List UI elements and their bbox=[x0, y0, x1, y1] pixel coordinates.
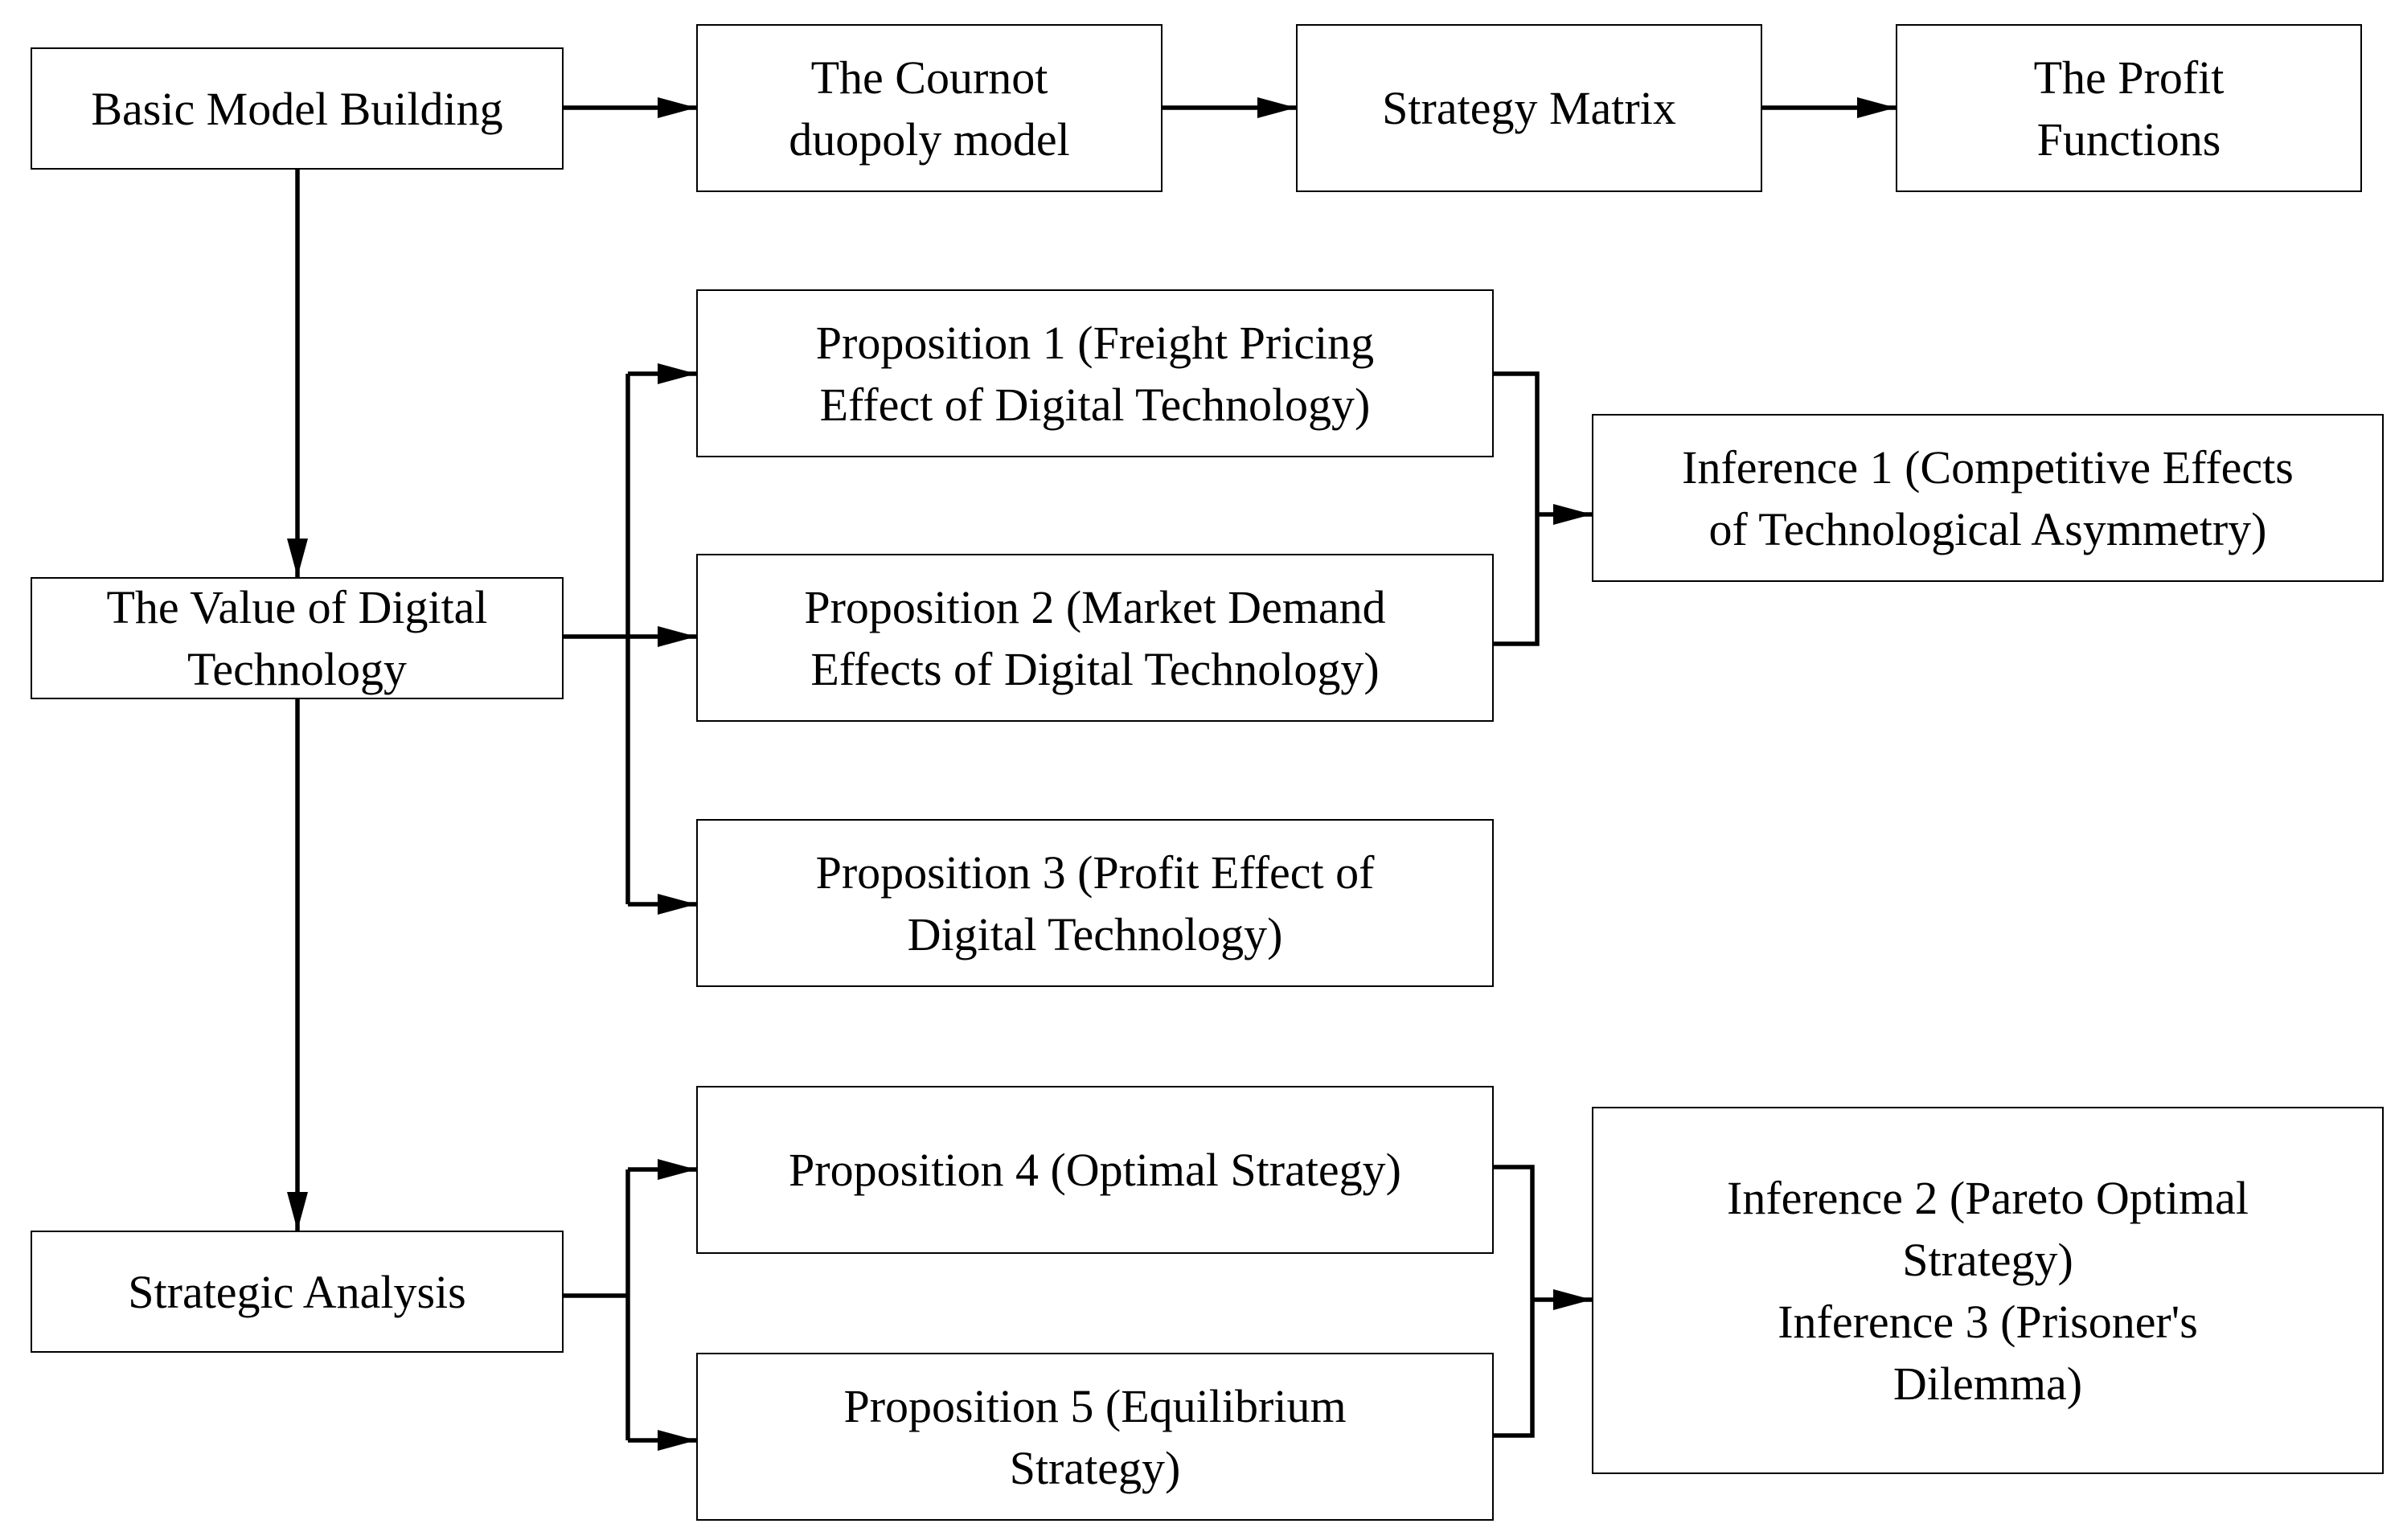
node-label-line: Proposition 2 (Market Demand bbox=[804, 580, 1386, 633]
node-strategy-matrix: Strategy Matrix bbox=[1296, 24, 1762, 192]
node-profit-functions: The Profit Functions bbox=[1896, 24, 2362, 192]
node-label-line: Basic Model Building bbox=[91, 82, 503, 135]
node-proposition-1: Proposition 1 (Freight Pricing Effect of… bbox=[696, 289, 1494, 457]
node-proposition-2: Proposition 2 (Market Demand Effects of … bbox=[696, 554, 1494, 722]
node-label-line: Proposition 5 (Equilibrium bbox=[843, 1379, 1347, 1432]
node-strategic-analysis: Strategic Analysis bbox=[31, 1231, 564, 1353]
node-label-line: Strategy) bbox=[1902, 1233, 2073, 1286]
node-label-line: of Technological Asymmetry) bbox=[1708, 502, 2267, 555]
bracket-prop4-prop5 bbox=[1494, 1165, 1535, 1438]
node-label-line: The Value of Digital bbox=[106, 581, 488, 633]
node-label-line: Digital Technology) bbox=[907, 907, 1283, 960]
node-label-line: Proposition 1 (Freight Pricing bbox=[815, 316, 1375, 369]
node-proposition-4: Proposition 4 (Optimal Strategy) bbox=[696, 1086, 1494, 1254]
node-label-line: duopoly model bbox=[789, 113, 1070, 166]
node-label-line: Dilemma) bbox=[1892, 1357, 2083, 1410]
bracket-prop1-prop2 bbox=[1494, 371, 1540, 646]
node-label-line: Proposition 3 (Profit Effect of bbox=[815, 846, 1375, 899]
node-proposition-3: Proposition 3 (Profit Effect of Digital … bbox=[696, 819, 1494, 987]
node-cournot-duopoly-model: The Cournot duopoly model bbox=[696, 24, 1163, 192]
node-label-line: Strategy) bbox=[1009, 1441, 1181, 1494]
node-label-line: Strategic Analysis bbox=[128, 1265, 466, 1318]
node-label-line: The Cournot bbox=[810, 51, 1048, 104]
node-inference-1: Inference 1 (Competitive Effects of Tech… bbox=[1592, 414, 2384, 582]
node-label-line: Effects of Digital Technology) bbox=[810, 642, 1380, 695]
node-proposition-5: Proposition 5 (Equilibrium Strategy) bbox=[696, 1353, 1494, 1521]
node-value-of-digital-technology: The Value of Digital Technology bbox=[31, 577, 564, 699]
node-label-line: Technology bbox=[187, 643, 407, 695]
node-label-line: Proposition 4 (Optimal Strategy) bbox=[789, 1144, 1401, 1196]
node-label-line: Strategy Matrix bbox=[1382, 82, 1676, 134]
node-label-line: Inference 3 (Prisoner's bbox=[1778, 1295, 2198, 1348]
node-label-line: Inference 2 (Pareto Optimal bbox=[1727, 1171, 2249, 1224]
node-label-line: Effect of Digital Technology) bbox=[819, 378, 1371, 431]
node-label-line: The Profit bbox=[2033, 51, 2225, 104]
node-label-line: Functions bbox=[2036, 113, 2221, 166]
node-label-line: Inference 1 (Competitive Effects bbox=[1682, 440, 2294, 494]
node-basic-model-building: Basic Model Building bbox=[31, 47, 564, 170]
node-inference-2-and-3: Inference 2 (Pareto Optimal Strategy) In… bbox=[1592, 1107, 2384, 1474]
